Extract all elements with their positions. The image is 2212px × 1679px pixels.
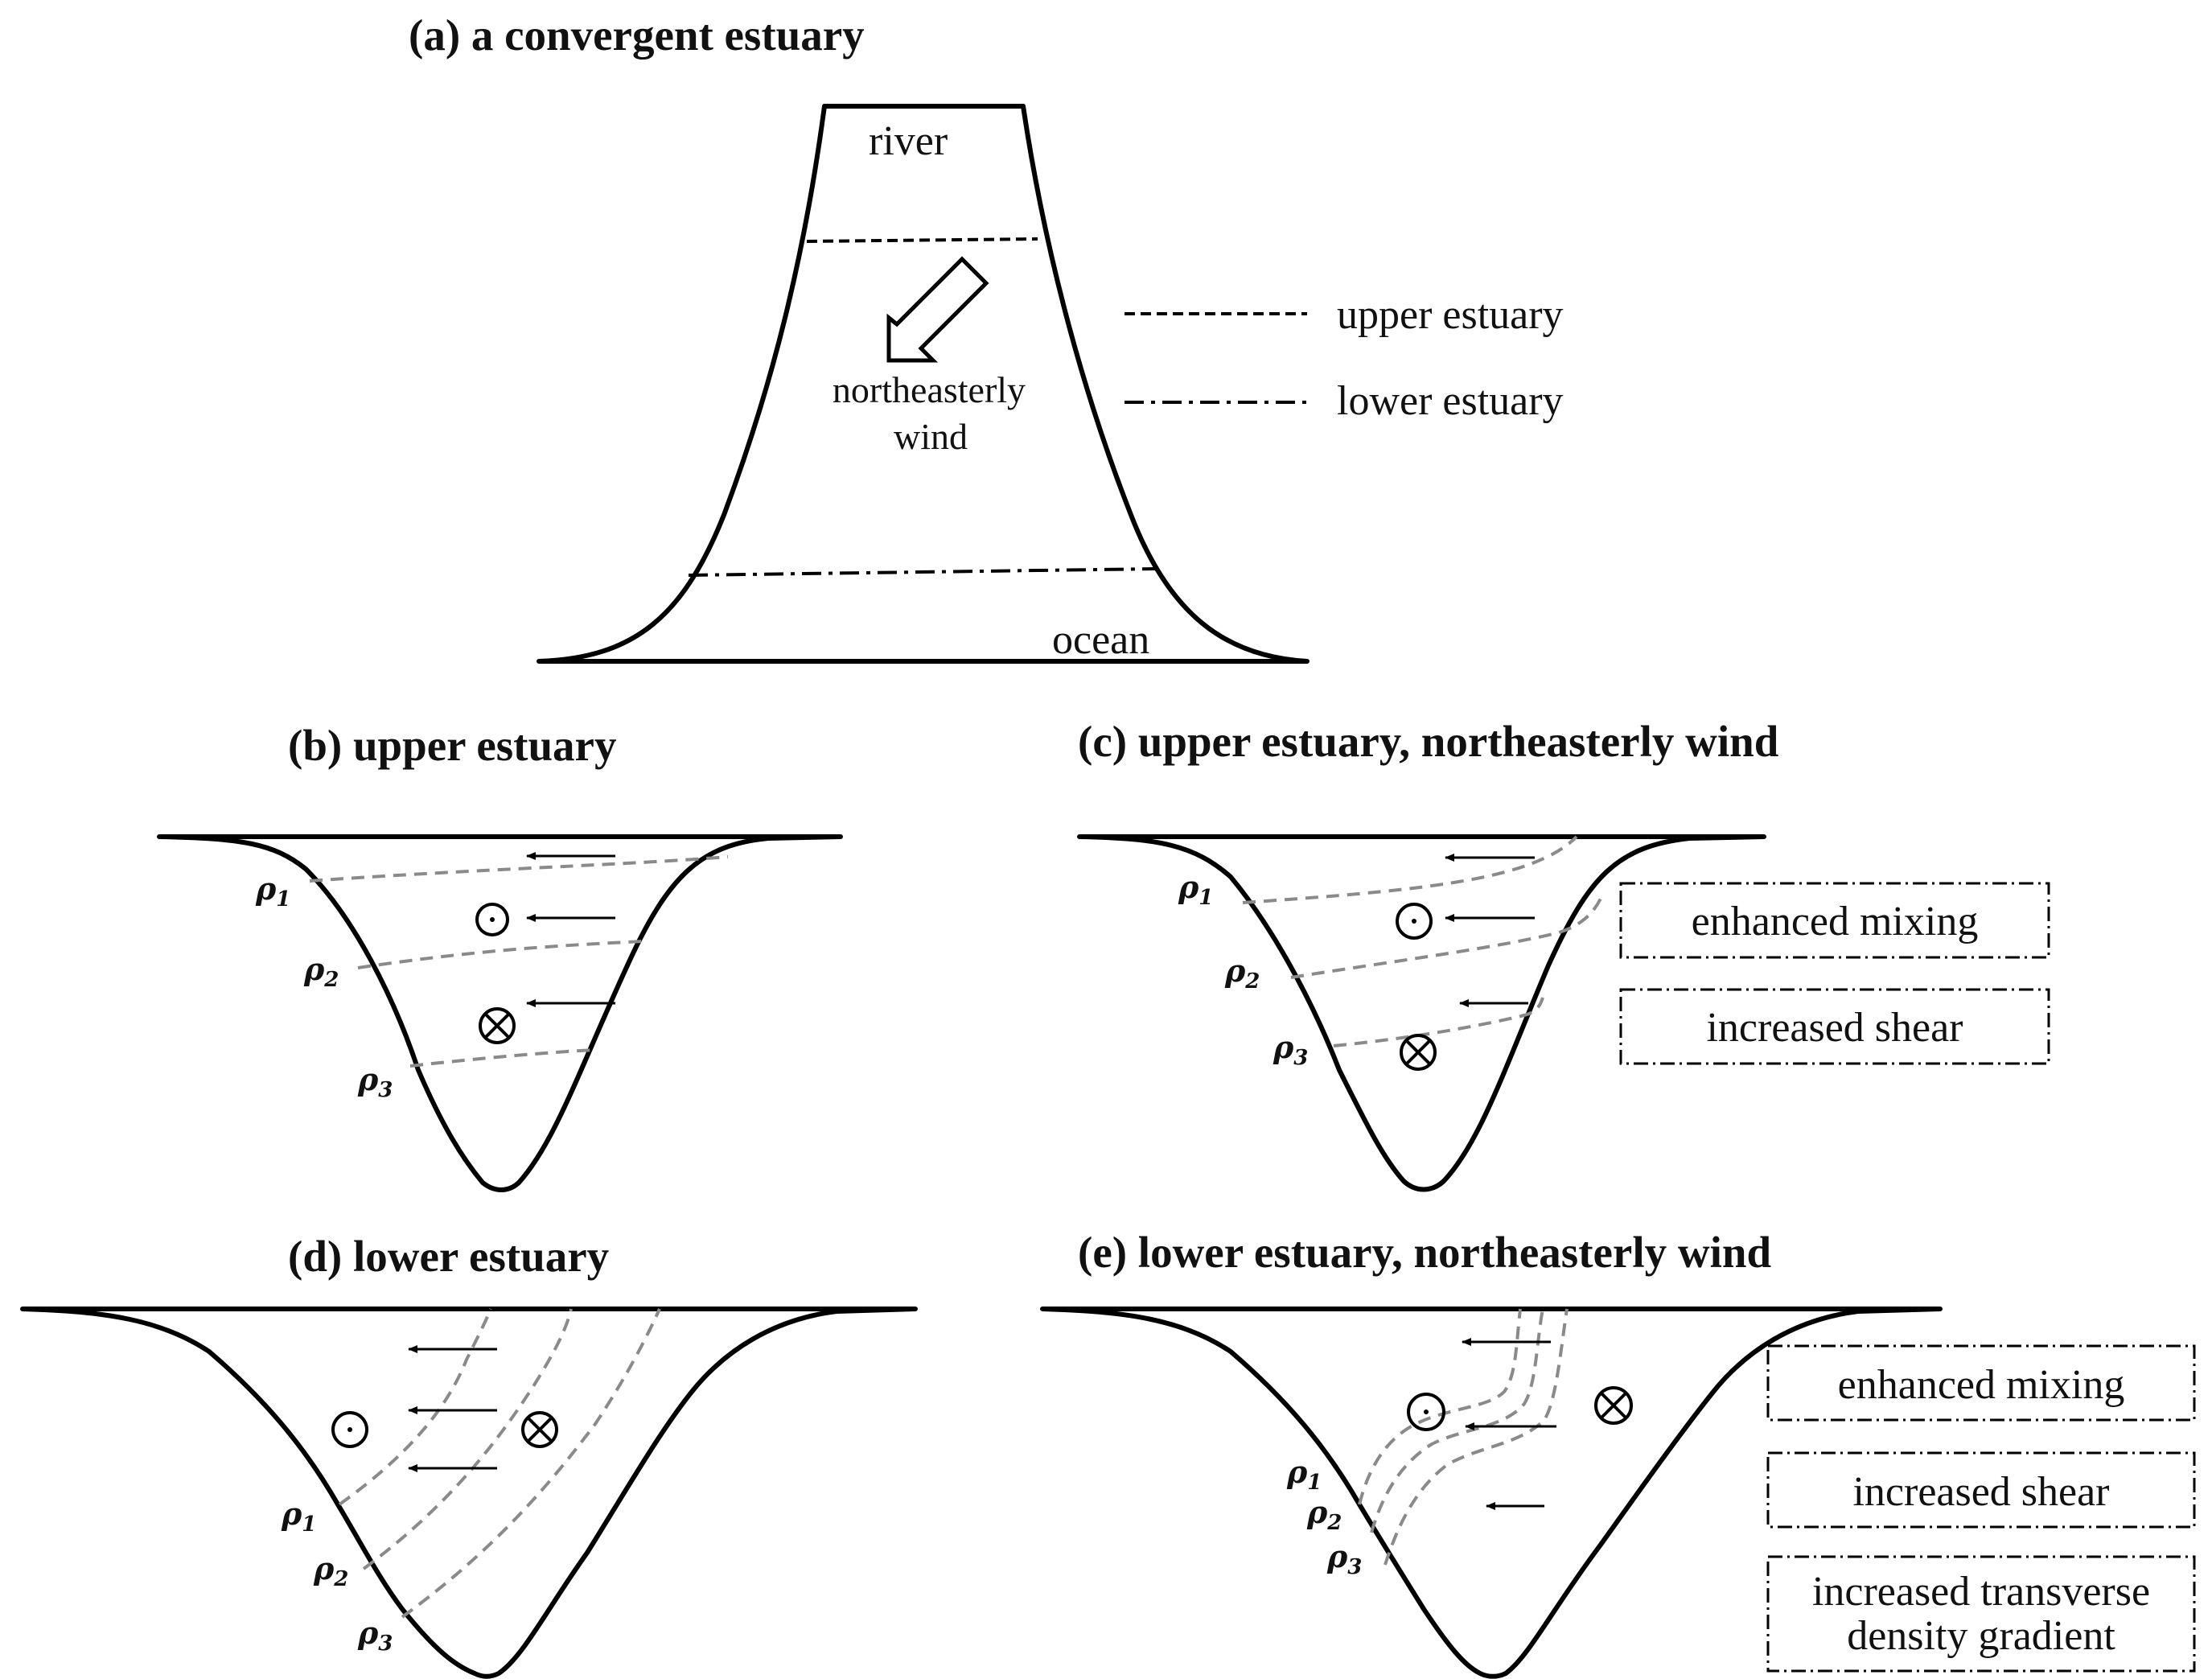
- isopycnal-rho2: [362, 1308, 573, 1570]
- isopycnal-rho3: [401, 1308, 661, 1619]
- increased-shear-label: increased shear: [1852, 1469, 2109, 1515]
- wind-label-line2: wind: [894, 416, 968, 457]
- panel-c-title: (c) upper estuary, northeasterly wind: [1078, 717, 1778, 766]
- transverse-gradient-label-line2: density gradient: [1847, 1613, 2115, 1659]
- wind-direction-arrow-icon: [886, 256, 989, 363]
- legend-upper-label: upper estuary: [1337, 292, 1564, 338]
- isopycnal-rho1: [1242, 835, 1578, 904]
- panel-e: (e) lower estuary, northeasterly wind ρ1…: [1040, 1228, 2196, 1679]
- panel-b-title: (b) upper estuary: [288, 721, 616, 770]
- rho3-label: ρ3: [1273, 1029, 1308, 1070]
- upper-estuary-section-line: [806, 237, 1038, 243]
- enhanced-mixing-box: [1619, 882, 2050, 959]
- panel-a-title: (a) a convergent estuary: [409, 10, 865, 60]
- rho1-label: ρ1: [1286, 1454, 1322, 1495]
- rho2-label: ρ2: [1224, 953, 1260, 994]
- circle-cross-icon: [479, 1007, 516, 1044]
- river-label: river: [869, 118, 948, 164]
- channel-cross-section: [20, 1307, 918, 1679]
- rho2-label: ρ2: [303, 951, 339, 992]
- enhanced-mixing-box: [1766, 1344, 2196, 1422]
- isopycnal-rho2: [357, 940, 644, 969]
- panel-d-title: (d) lower estuary: [288, 1232, 609, 1281]
- panel-b: (b) upper estuary ρ1 ρ2 ρ3: [157, 721, 843, 1192]
- enhanced-mixing-label: enhanced mixing: [1838, 1362, 2125, 1408]
- transverse-density-gradient-box: [1766, 1555, 2196, 1673]
- increased-shear-label: increased shear: [1706, 1005, 1963, 1051]
- circle-cross-icon: [1400, 1034, 1437, 1071]
- rho1-label: ρ1: [255, 870, 290, 912]
- transverse-gradient-label-line1: increased transverse: [1812, 1569, 2150, 1615]
- channel-cross-section: [1077, 834, 1766, 1192]
- circle-cross-icon: [521, 1411, 558, 1448]
- isopycnal-rho3: [1384, 1308, 1569, 1566]
- circle-dot-icon: [475, 903, 509, 936]
- ocean-label: ocean: [1052, 617, 1149, 663]
- wind-label-line1: northeasterly: [833, 369, 1026, 410]
- increased-shear-box: [1619, 988, 2050, 1065]
- rho3-label: ρ3: [357, 1615, 393, 1656]
- legend: upper estuary lower estuary: [1125, 292, 1564, 424]
- lower-estuary-section-line: [688, 567, 1157, 577]
- panel-e-title: (e) lower estuary, northeasterly wind: [1078, 1228, 1771, 1277]
- isopycnal-rho3: [1333, 997, 1544, 1047]
- isopycnal-rho1: [309, 855, 729, 883]
- circle-cross-icon: [1594, 1386, 1633, 1425]
- isopycnal-rho1: [1358, 1308, 1522, 1505]
- channel-cross-section: [1040, 1307, 1943, 1679]
- circle-dot-icon: [1407, 1393, 1445, 1431]
- panel-a: (a) a convergent estuary river northeast…: [409, 10, 1564, 664]
- legend-lower-label: lower estuary: [1337, 378, 1564, 424]
- circle-dot-icon: [331, 1411, 368, 1448]
- rho2-label: ρ2: [1306, 1494, 1342, 1535]
- isopycnal-rho3: [409, 1048, 596, 1068]
- rho2-label: ρ2: [313, 1550, 348, 1591]
- rho1-label: ρ1: [1178, 869, 1213, 910]
- channel-cross-section: [157, 834, 843, 1192]
- increased-shear-box: [1766, 1451, 2196, 1529]
- panel-d: (d) lower estuary ρ1 ρ2 ρ3: [20, 1232, 918, 1679]
- rho3-label: ρ3: [1326, 1538, 1362, 1579]
- rho3-label: ρ3: [357, 1061, 393, 1102]
- circle-dot-icon: [1396, 903, 1433, 940]
- rho1-label: ρ1: [281, 1496, 316, 1537]
- isopycnal-rho1: [338, 1308, 492, 1506]
- isopycnal-rho2: [1290, 892, 1605, 979]
- panel-c: (c) upper estuary, northeasterly wind ρ1…: [1077, 717, 2050, 1192]
- enhanced-mixing-label: enhanced mixing: [1692, 899, 1979, 944]
- isopycnal-rho2: [1370, 1308, 1544, 1533]
